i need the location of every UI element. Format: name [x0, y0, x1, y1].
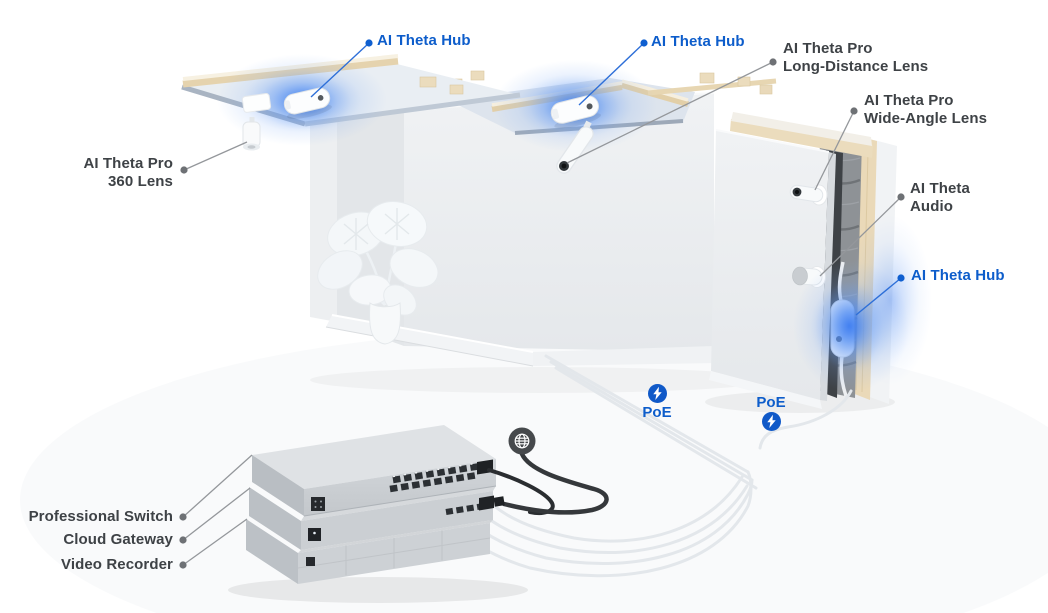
callout-professional-switch: Professional Switch — [28, 508, 173, 525]
poe-badge-left: PoE — [634, 384, 680, 420]
callout-video-recorder: Video Recorder — [61, 556, 173, 573]
callout-line: Wide-Angle Lens — [864, 109, 988, 127]
callout-line: AI Theta — [910, 180, 970, 197]
video-recorder-device — [246, 519, 493, 584]
right-wall — [705, 112, 932, 413]
callout-line: AI Theta Pro — [783, 40, 873, 57]
callout-audio: AI Theta Audio — [910, 180, 970, 215]
callout-line: AI Theta Pro — [83, 155, 173, 172]
internet-cables — [487, 451, 609, 515]
poe-badge-right: PoE — [748, 395, 794, 431]
top-plate — [730, 119, 873, 158]
long-distance-lens-device — [556, 120, 594, 174]
callout-360-lens: AI Theta Pro 360 Lens — [83, 155, 173, 190]
callout-cloud-gateway: Cloud Gateway — [63, 531, 173, 548]
callout-leaders — [179, 39, 905, 569]
lens-360-device — [242, 117, 261, 151]
rack-stack — [228, 425, 528, 603]
wide-angle-lens-device — [789, 184, 828, 206]
wan-cable — [501, 451, 609, 515]
callout-line: AI Theta Pro — [864, 92, 954, 109]
globe-icon — [508, 427, 536, 455]
poe-cable-run — [544, 354, 750, 474]
ai-theta-hub-device-mid — [550, 95, 601, 129]
callout-line: Long-Distance Lens — [783, 57, 929, 75]
lightning-bolt-icon — [761, 412, 781, 431]
lightning-bolt-icon — [647, 384, 667, 403]
callout-wide-angle-lens: AI Theta Pro Wide-Angle Lens — [864, 92, 987, 127]
callout-hub-right: AI Theta Hub — [911, 267, 1005, 284]
plant — [317, 201, 439, 345]
poe-label: PoE — [756, 394, 786, 411]
callout-long-distance-lens: AI Theta Pro Long-Distance Lens — [783, 40, 928, 75]
callout-line: Audio — [910, 197, 953, 215]
poe-cable-right — [758, 389, 853, 450]
callout-hub-top-left: AI Theta Hub — [377, 32, 471, 49]
professional-switch-device — [252, 425, 497, 517]
ai-theta-hub-device-left — [283, 87, 332, 119]
callout-hub-top-mid: AI Theta Hub — [651, 33, 745, 50]
callout-line: 360 Lens — [107, 172, 173, 190]
poe-label: PoE — [642, 404, 672, 421]
cloud-gateway-device — [249, 486, 496, 550]
ethernet-ports — [392, 462, 482, 484]
